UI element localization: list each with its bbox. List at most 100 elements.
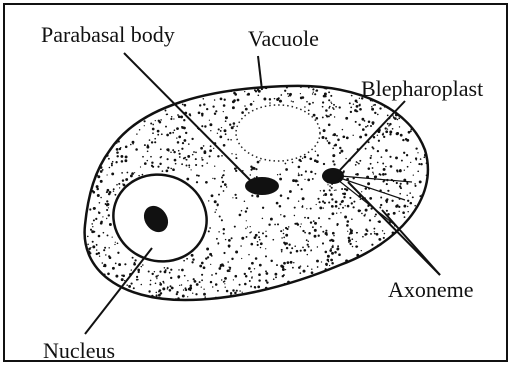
stipple-dot [332,160,334,162]
stipple-dot [268,299,269,300]
stipple-dot [170,91,172,93]
stipple-dot [207,91,209,93]
stipple-dot [107,234,109,236]
stipple-dot [399,185,401,187]
stipple-dot [423,121,425,123]
stipple-dot [148,105,150,107]
stipple-dot [80,303,82,305]
stipple-dot [361,250,362,251]
stipple-dot [399,126,400,127]
stipple-dot [329,218,330,219]
stipple-dot [259,160,260,161]
stipple-dot [269,102,271,104]
stipple-dot [96,188,99,191]
stipple-dot [364,276,367,279]
stipple-dot [420,223,423,226]
stipple-dot [100,103,102,105]
stipple-dot [412,235,415,238]
stipple-dot [396,236,398,238]
stipple-dot [225,116,228,119]
stipple-dot [329,265,330,266]
stipple-dot [276,202,279,205]
stipple-dot [374,256,376,258]
stipple-dot [431,115,433,117]
stipple-dot [103,264,106,267]
stipple-dot [213,148,214,149]
stipple-dot [317,246,318,247]
stipple-dot [338,208,340,210]
stipple-dot [355,121,357,123]
stipple-dot [219,136,222,139]
stipple-dot [435,198,437,200]
stipple-dot [225,120,227,122]
stipple-dot [135,116,138,119]
stipple-dot [407,206,408,207]
stipple-dot [223,174,225,176]
stipple-dot [382,297,384,299]
stipple-dot [176,137,177,138]
stipple-dot [128,285,131,288]
stipple-dot [182,91,185,94]
stipple-dot [299,272,301,274]
stipple-dot [395,243,397,245]
stipple-dot [246,302,249,305]
stipple-dot [218,242,220,244]
stipple-dot [235,170,237,172]
stipple-dot [332,134,334,136]
stipple-dot [399,244,401,246]
stipple-dot [95,134,96,135]
stipple-dot [265,293,268,296]
stipple-dot [328,107,330,109]
stipple-dot [341,277,344,280]
stipple-dot [365,273,366,274]
stipple-dot [165,110,167,112]
stipple-dot [330,259,333,262]
stipple-dot [292,267,294,269]
stipple-dot [432,112,434,114]
stipple-dot [370,163,372,165]
stipple-dot [396,182,398,184]
stipple-dot [112,161,114,163]
stipple-dot [380,291,382,293]
stipple-dot [159,271,161,273]
stipple-dot [194,280,197,283]
stipple-dot [154,138,156,140]
stipple-dot [369,297,372,300]
stipple-dot [432,191,435,194]
stipple-dot [349,243,351,245]
stipple-dot [87,95,89,97]
stipple-dot [339,147,341,149]
stipple-dot [417,152,418,153]
stipple-dot [306,101,308,103]
stipple-dot [281,237,282,238]
stipple-dot [166,148,168,150]
stipple-dot [271,294,273,296]
stipple-dot [320,279,323,282]
stipple-dot [188,143,190,145]
stipple-dot [405,250,406,251]
stipple-dot [307,265,309,267]
stipple-dot [343,303,345,305]
stipple-dot [257,241,259,243]
stipple-dot [232,100,235,103]
stipple-dot [364,265,366,267]
stipple-dot [358,263,360,265]
stipple-dot [180,115,183,118]
stipple-dot [200,147,203,150]
stipple-dot [436,101,439,104]
stipple-dot [372,172,374,174]
stipple-dot [144,91,146,93]
stipple-dot [210,281,212,283]
stipple-dot [110,126,112,128]
stipple-dot [425,116,427,118]
stipple-dot [335,201,338,204]
stipple-dot [416,242,419,245]
stipple-dot [169,272,171,274]
stipple-dot [367,278,370,281]
stipple-dot [281,251,282,252]
stipple-dot [139,129,141,131]
stipple-dot [373,105,374,106]
stipple-dot [407,211,408,212]
stipple-dot [375,213,377,215]
stipple-dot [338,253,341,256]
